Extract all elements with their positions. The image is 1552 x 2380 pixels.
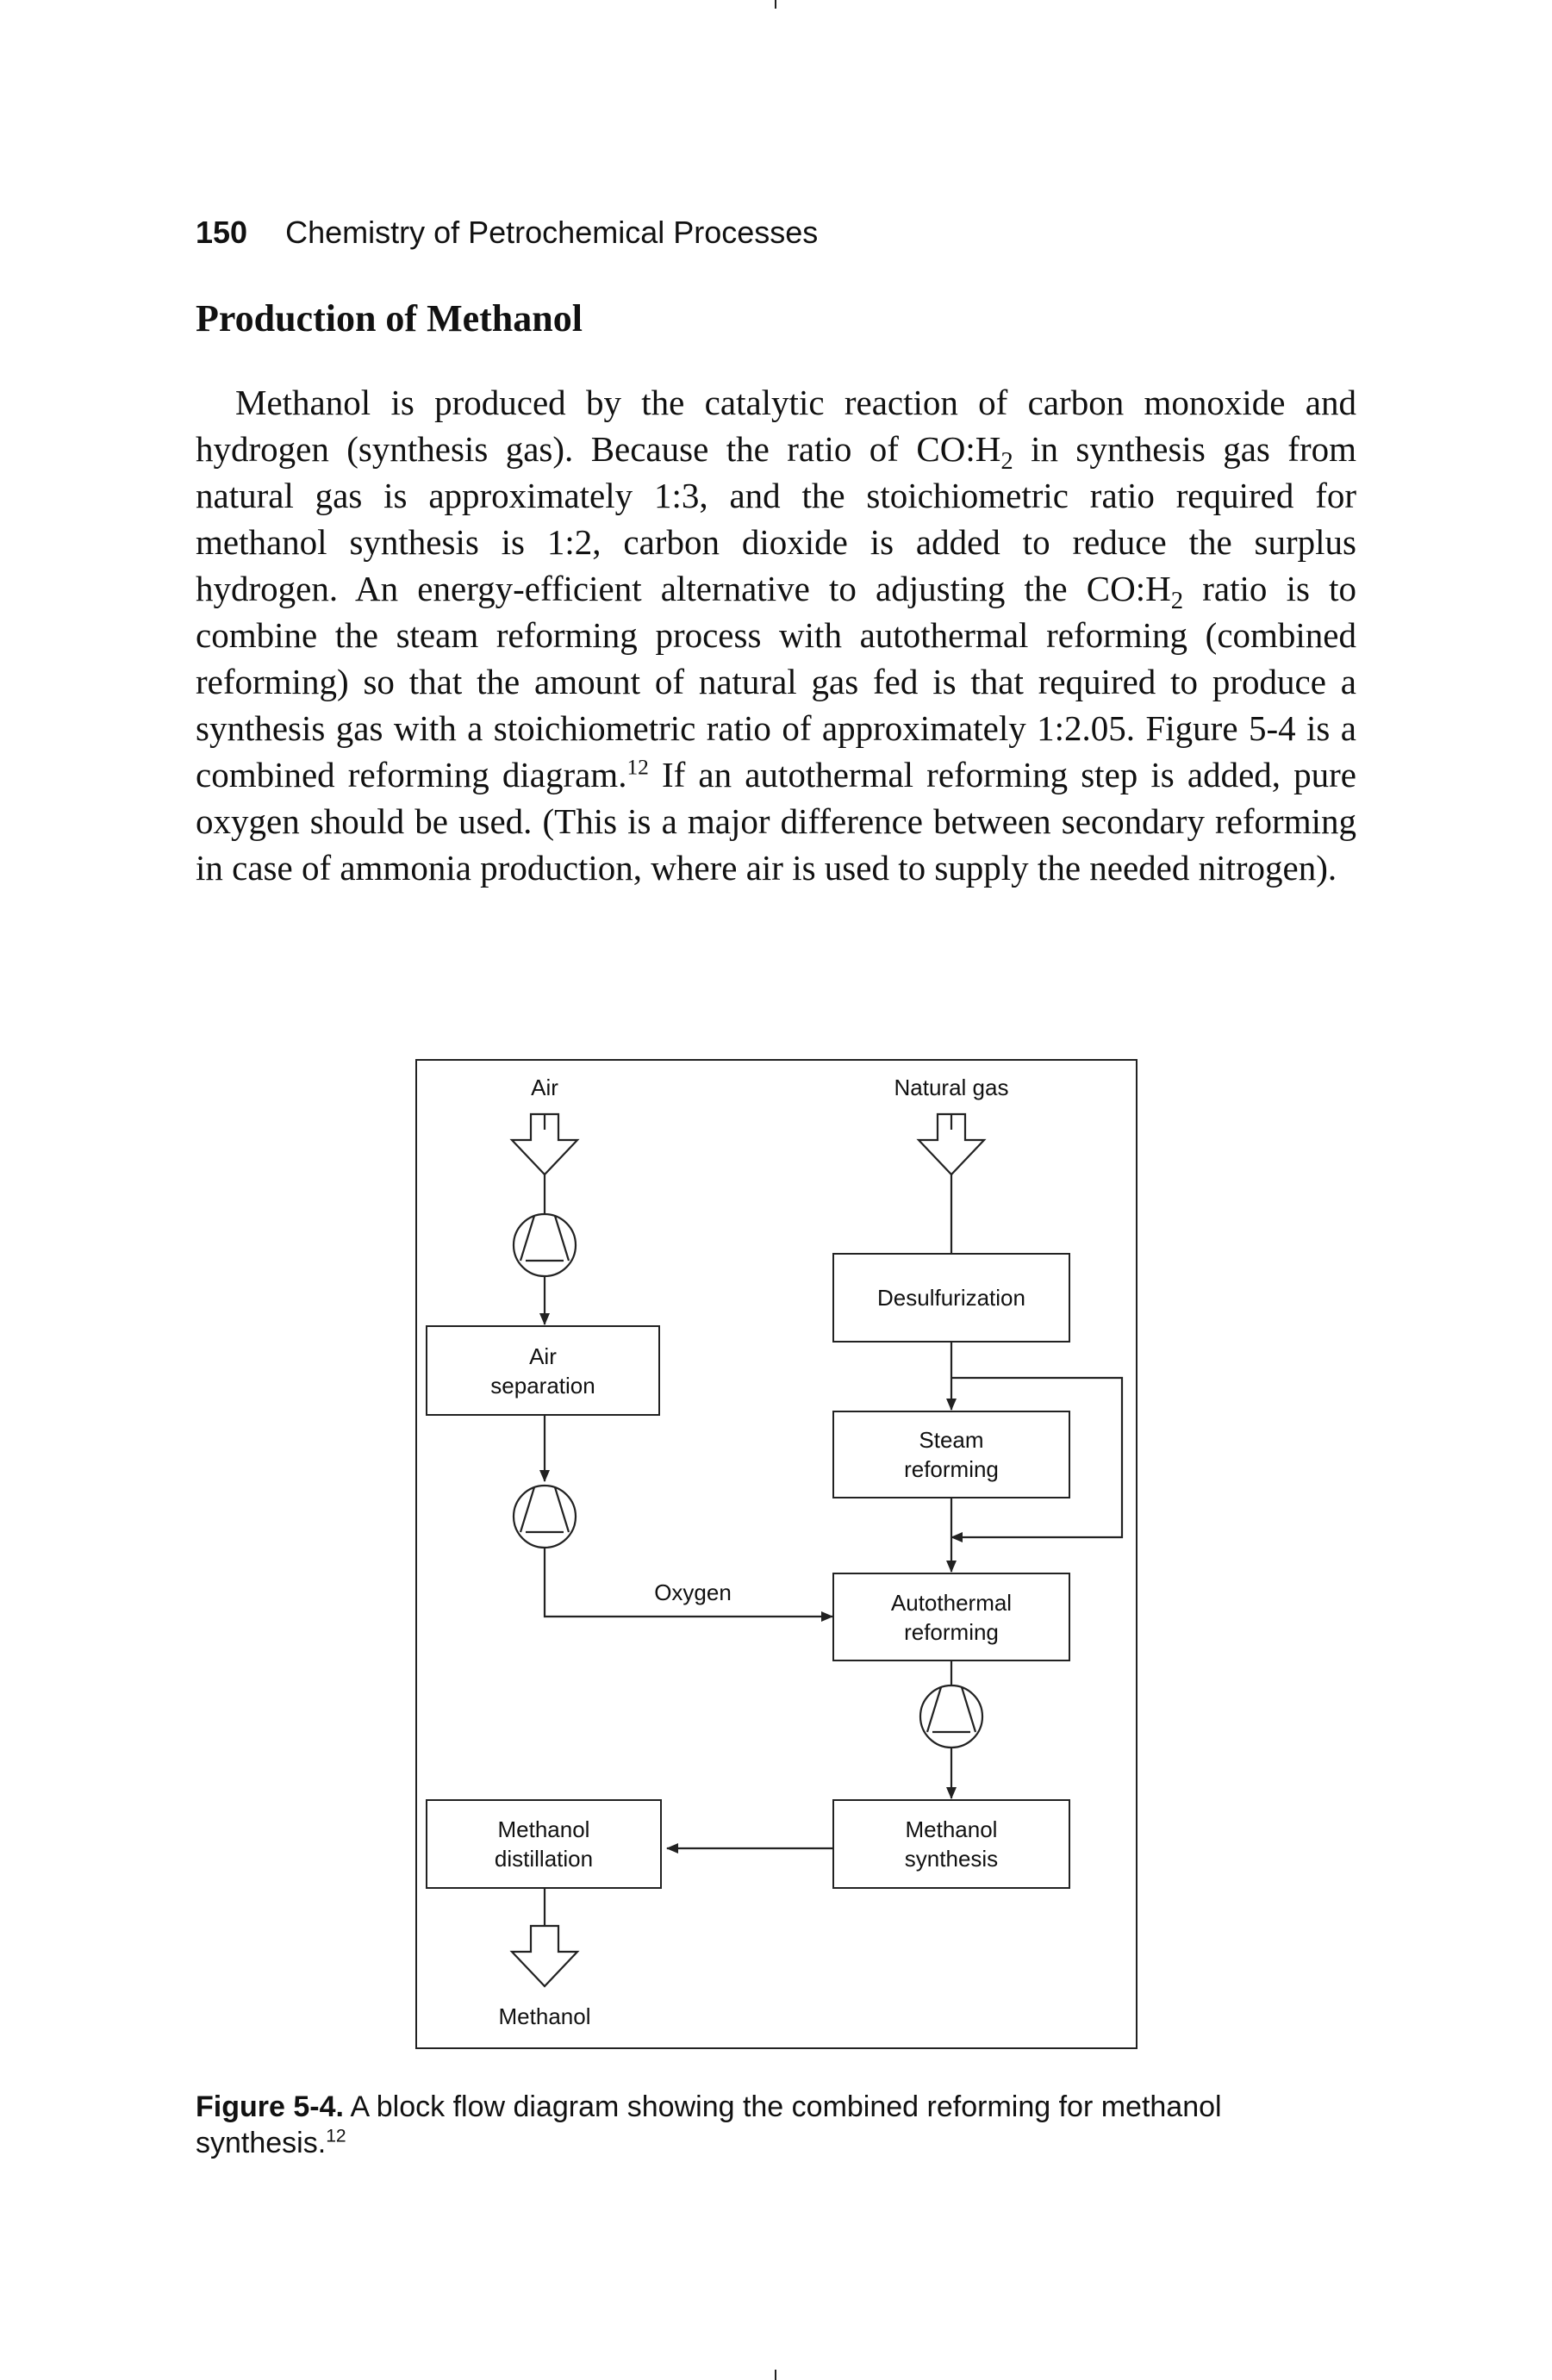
running-title: Chemistry of Petrochemical Processes bbox=[285, 215, 819, 250]
oxygen-compressor-icon bbox=[512, 1484, 577, 1549]
natural-gas-input-arrow bbox=[916, 1112, 987, 1176]
text-run: If an autothermal reforming step is adde… bbox=[196, 755, 1356, 888]
syngas-compressor-icon bbox=[919, 1684, 984, 1749]
methanol-distillation-block: Methanol distillation bbox=[426, 1799, 662, 1889]
subscript: 2 bbox=[1170, 587, 1184, 615]
text-run: Methanol is produced by the catalytic re… bbox=[196, 383, 1356, 469]
air-compressor-icon bbox=[512, 1212, 577, 1278]
block-flow-diagram: Air Natural gas Air separation Desulfuri… bbox=[415, 1059, 1138, 2049]
caption-label: Figure 5-4. bbox=[196, 2090, 344, 2123]
body-paragraph: Methanol is produced by the catalytic re… bbox=[196, 379, 1356, 891]
autothermal-reforming-block: Autothermal reforming bbox=[832, 1573, 1070, 1661]
text-run: in synthesis gas from natural gas is app… bbox=[196, 429, 1356, 608]
steam-reforming-block: Steam reforming bbox=[832, 1411, 1070, 1498]
reference-superscript: 12 bbox=[626, 755, 649, 780]
methanol-output-label: Methanol bbox=[498, 2003, 591, 2029]
natural-gas-input-label: Natural gas bbox=[894, 1075, 1009, 1100]
methanol-output-arrow bbox=[509, 1924, 580, 1988]
methanol-synthesis-block: Methanol synthesis bbox=[832, 1799, 1070, 1889]
air-input-arrow bbox=[509, 1112, 580, 1176]
oxygen-stream-label: Oxygen bbox=[654, 1579, 732, 1605]
text-run: ratio is to combine the steam reforming … bbox=[196, 569, 1356, 794]
section-heading: Production of Methanol bbox=[196, 297, 583, 340]
running-header: 150 Chemistry of Petrochemical Processes bbox=[196, 214, 818, 252]
subscript: 2 bbox=[1000, 447, 1013, 476]
desulfurization-block: Desulfurization bbox=[832, 1253, 1070, 1343]
figure-caption: Figure 5-4. A block flow diagram showing… bbox=[196, 2089, 1368, 2161]
page-number: 150 bbox=[196, 215, 248, 250]
caption-reference: 12 bbox=[326, 2126, 346, 2146]
diagram-connectors bbox=[509, 1112, 1124, 1988]
air-input-label: Air bbox=[531, 1075, 558, 1100]
caption-text: A block flow diagram showing the combine… bbox=[196, 2090, 1222, 2159]
crop-mark-bottom bbox=[775, 2370, 776, 2380]
crop-mark-top bbox=[775, 0, 776, 9]
air-separation-block: Air separation bbox=[426, 1325, 660, 1416]
